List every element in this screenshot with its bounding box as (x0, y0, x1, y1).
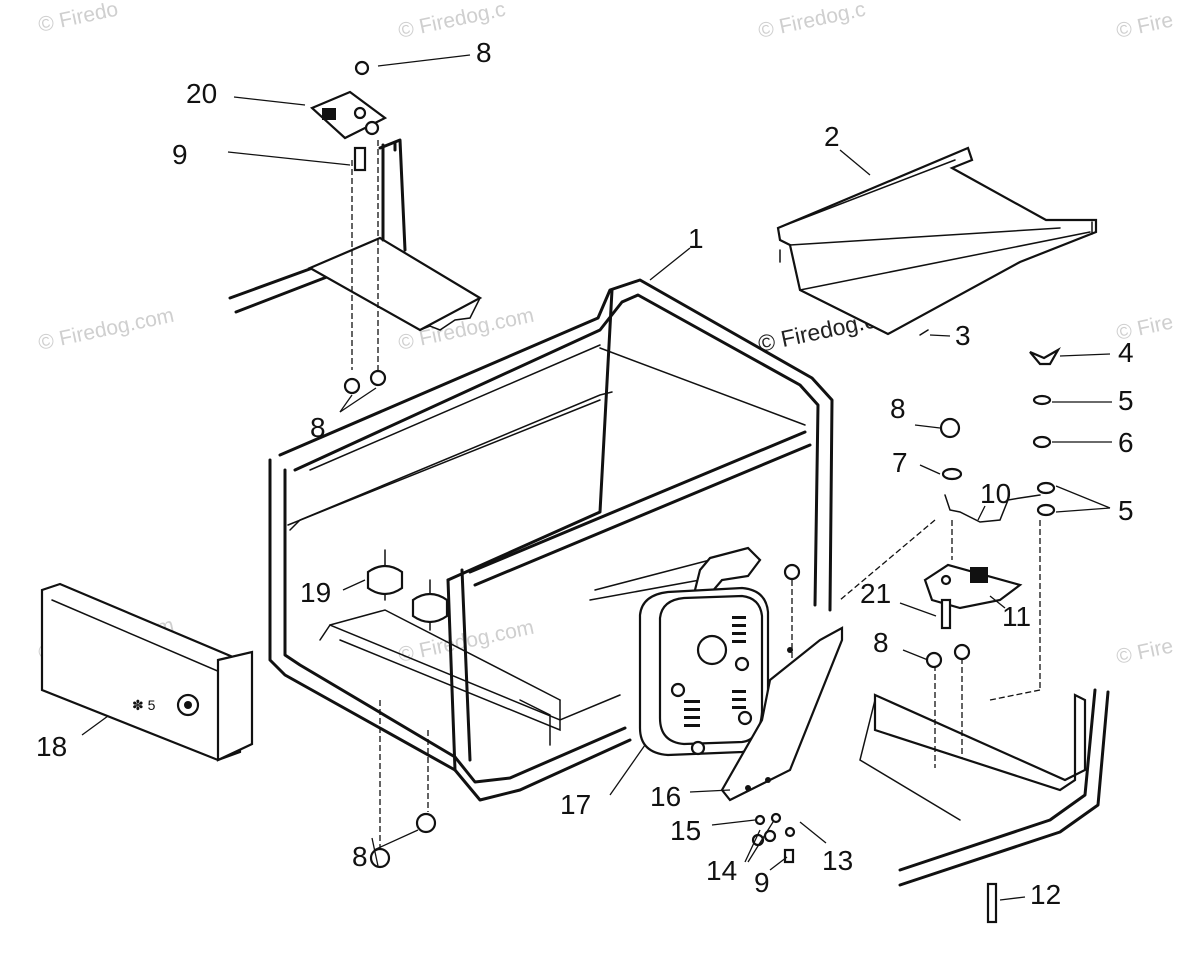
callout-19: 19 (300, 577, 331, 608)
top-cover (776, 146, 1098, 336)
mount-bracket-assembly (228, 60, 483, 395)
callout-9-bottom: 9 (754, 867, 770, 898)
callout-5-lower: 5 (1118, 495, 1134, 526)
callout-13: 13 (822, 845, 853, 876)
callout-11: 11 (1002, 601, 1031, 632)
small-fasteners (369, 329, 1061, 924)
svg-text:✽ 5: ✽ 5 (132, 697, 156, 713)
lower-frame-piece (859, 658, 1110, 887)
callout-21: 21 (860, 578, 891, 609)
watermark-top-right: © Fire (1114, 8, 1175, 42)
callout-6: 6 (1118, 427, 1134, 458)
callout-8-bottom: 8 (352, 841, 368, 872)
callout-4: 4 (1118, 337, 1134, 368)
callout-8-mid-right: 8 (890, 393, 906, 424)
callout-8-left: 8 (310, 412, 326, 443)
frame (268, 278, 834, 802)
callout-10: 10 (980, 478, 1011, 509)
muffler (638, 546, 770, 757)
long-bolt (986, 882, 998, 924)
callout-20: 20 (186, 78, 217, 109)
callout-7: 7 (892, 447, 908, 478)
watermark-right-low: © Fire (1114, 634, 1175, 668)
callout-numbers: 8 20 9 2 1 3 4 5 6 8 8 7 10 5 19 21 11 8… (36, 37, 1134, 910)
callout-5-upper: 5 (1118, 385, 1134, 416)
callout-1: 1 (688, 223, 704, 254)
wing-nut (1029, 347, 1061, 366)
callout-9-top: 9 (172, 139, 188, 170)
watermark-left-mid: © Firedog.com (36, 304, 176, 355)
callout-16: 16 (650, 781, 681, 812)
watermark-top-center: © Firedog.c (756, 0, 867, 43)
callout-17: 17 (560, 789, 591, 820)
callout-12: 12 (1030, 879, 1061, 910)
callout-15: 15 (670, 815, 701, 846)
callout-14: 14 (706, 855, 737, 886)
callout-8-top: 8 (476, 37, 492, 68)
control-panel: ✽ 5 (40, 582, 254, 762)
callout-18: 18 (36, 731, 67, 762)
leader-lines (81, 54, 1112, 901)
callout-3: 3 (955, 320, 971, 351)
callout-8-right-lower: 8 (873, 627, 889, 658)
watermark-top-left: © Firedo (36, 0, 120, 37)
rubber-mounts (366, 549, 449, 631)
callout-2: 2 (824, 121, 840, 152)
nut-8-top (354, 60, 370, 76)
